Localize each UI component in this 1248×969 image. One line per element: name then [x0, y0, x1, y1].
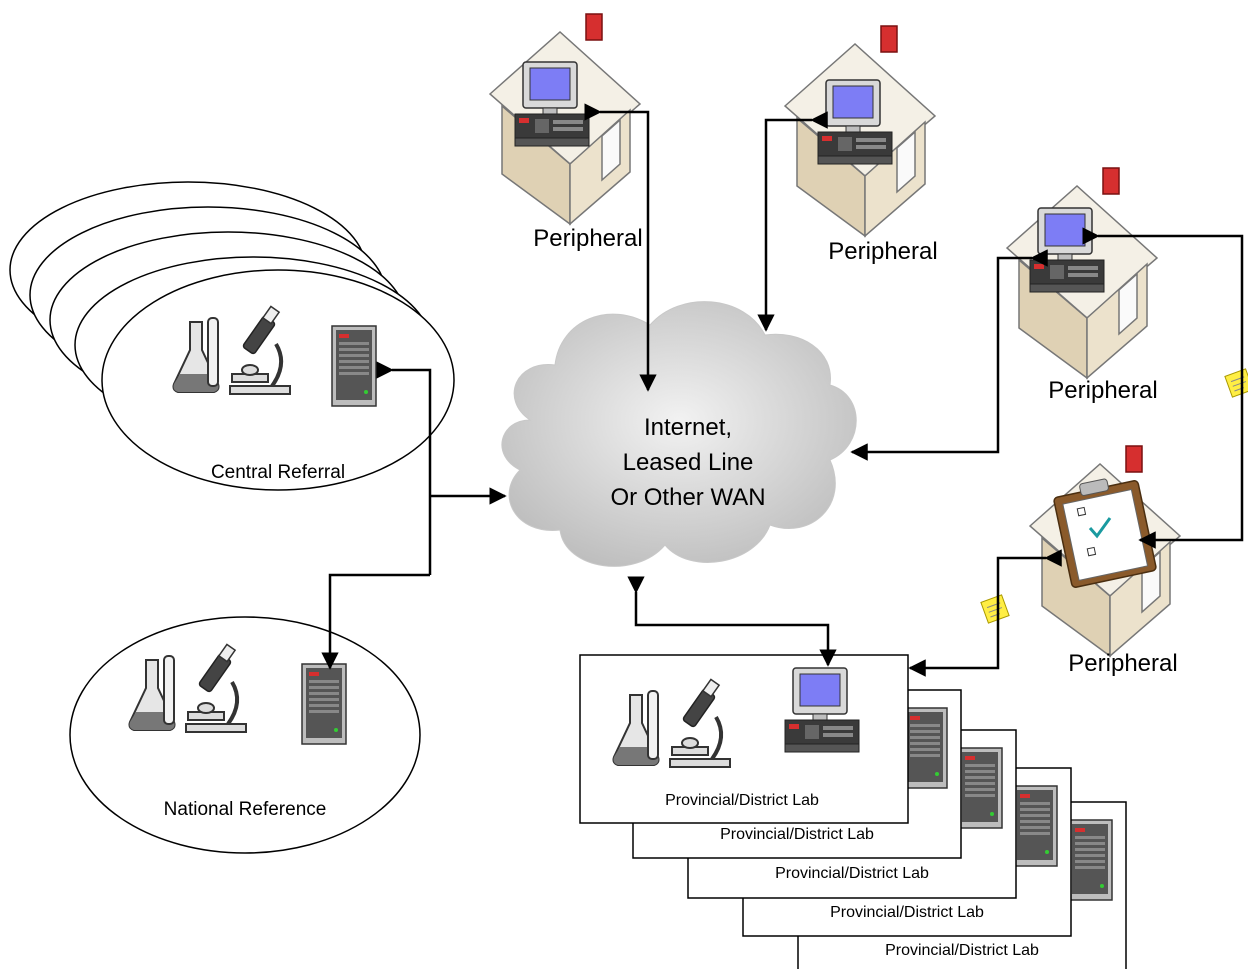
cloud-label-line1: Internet,	[644, 414, 732, 441]
peripheral-label: Peripheral	[533, 225, 642, 252]
peripheral-house-2: Peripheral	[784, 25, 938, 265]
sticky-note-icon	[980, 594, 1010, 624]
lab-stack: Provincial/District Lab Provincial/Distr…	[579, 654, 1127, 969]
server-icon	[902, 707, 948, 789]
cloud-label-line2: Leased Line	[623, 449, 754, 476]
lab-label: Provincial/District Lab	[720, 826, 874, 843]
cloud-label-line3: Or Other WAN	[610, 484, 765, 511]
connector-cloud-lab	[627, 576, 837, 667]
peripheral-label: Peripheral	[1048, 377, 1157, 404]
lab-label: Provincial/District Lab	[885, 942, 1039, 959]
clipboard-icon	[1053, 478, 1157, 588]
server-icon	[1067, 819, 1113, 901]
connector-national	[321, 573, 430, 670]
server-icon	[957, 747, 1003, 829]
lab-label: Provincial/District Lab	[665, 792, 819, 809]
connector-peripheral-2	[757, 111, 828, 332]
peripheral-label: Peripheral	[828, 238, 937, 265]
sticky-note-icon	[1224, 368, 1248, 398]
server-icon	[301, 663, 347, 745]
connector-peripheral-4-lab	[908, 549, 1062, 677]
peripheral-house-3: Peripheral	[1006, 167, 1158, 404]
connector-peripheral-3	[850, 249, 1048, 461]
connector-central-server	[376, 361, 432, 575]
connections	[321, 103, 1244, 677]
connector-peripheral-3-4	[1082, 227, 1244, 549]
peripheral-label: Peripheral	[1068, 650, 1177, 677]
national-reference-label: National Reference	[164, 799, 327, 820]
server-icon	[1012, 785, 1058, 867]
peripheral-house-1: Peripheral	[489, 13, 643, 252]
lab-label: Provincial/District Lab	[830, 904, 984, 921]
national-reference-node: National Reference	[69, 616, 421, 854]
connector-peripheral-1	[584, 103, 657, 392]
wan-cloud: Internet, Leased Line Or Other WAN	[501, 301, 857, 567]
peripheral-house-4: Peripheral	[1029, 445, 1181, 677]
lab-label: Provincial/District Lab	[775, 865, 929, 882]
central-referral-stack: Central Referral	[9, 181, 455, 491]
central-referral-label: Central Referral	[211, 462, 345, 483]
server-icon	[331, 325, 377, 407]
